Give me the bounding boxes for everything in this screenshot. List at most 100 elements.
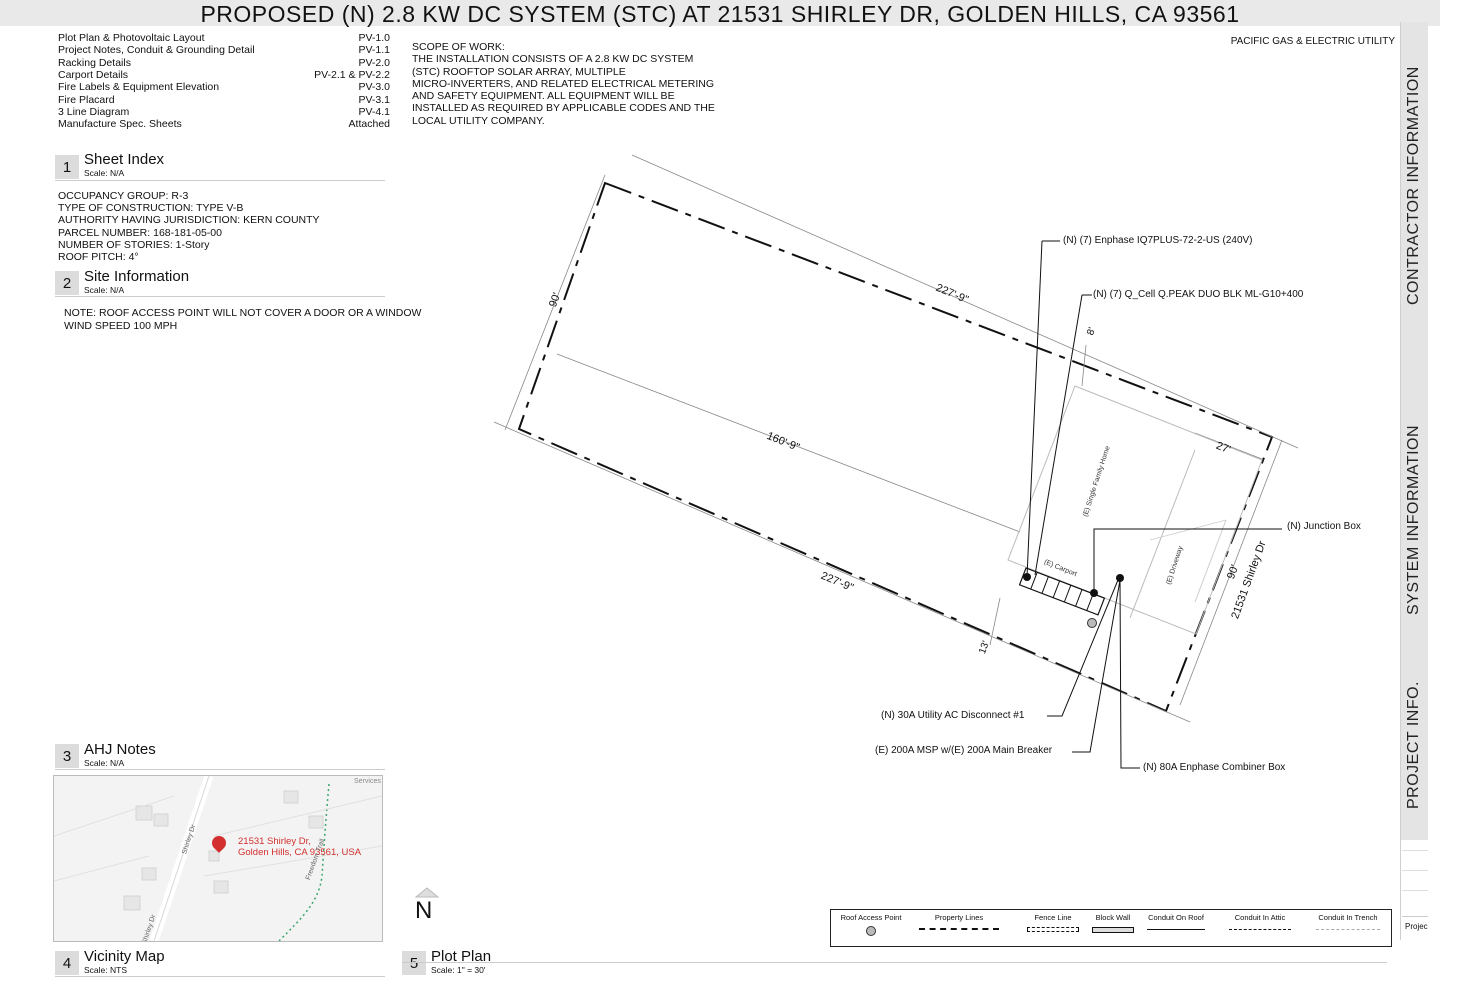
system-info-label: SYSTEM INFORMATION bbox=[1405, 424, 1422, 615]
section-title: Site Information bbox=[84, 268, 190, 285]
legend-label: Fence Line bbox=[1034, 913, 1072, 922]
site-info-line: NUMBER OF STORIES: 1-Story bbox=[58, 238, 210, 251]
scope-of-work: SCOPE OF WORK: THE INSTALLATION CONSISTS… bbox=[412, 41, 715, 127]
legend-label: Conduit In Attic bbox=[1234, 913, 1286, 922]
solar-array bbox=[1018, 567, 1106, 616]
site-info: OCCUPANCY GROUP: R-3 TYPE OF CONSTRUCTIO… bbox=[58, 190, 388, 263]
callout-msp: (E) 200A MSP w/(E) 200A Main Breaker bbox=[875, 745, 1053, 756]
dimension-line bbox=[1194, 432, 1263, 460]
site-info-line: OCCUPANCY GROUP: R-3 bbox=[58, 190, 189, 202]
dimension-line bbox=[631, 154, 1299, 449]
sheet-name: Fire Placard bbox=[58, 93, 115, 106]
section-divider bbox=[55, 976, 385, 977]
callout-combiner: (N) 80A Enphase Combiner Box bbox=[1143, 762, 1286, 773]
project-info-label: PROJECT INFO. bbox=[1405, 681, 1422, 809]
leader-line bbox=[1093, 528, 1282, 593]
block-wall-icon bbox=[1092, 927, 1134, 933]
dimension-line bbox=[1179, 439, 1283, 706]
note-line: WIND SPEED 100 MPH bbox=[64, 319, 178, 332]
section-title: Sheet Index bbox=[84, 151, 165, 168]
section-scale: Scale: N/A bbox=[84, 285, 125, 295]
map-address-line: 21531 Shirley Dr, bbox=[238, 836, 311, 847]
legend-item: Conduit On Roof bbox=[1141, 913, 1211, 930]
north-arrow-icon bbox=[414, 887, 440, 898]
utility-name: PACIFIC GAS & ELECTRIC UTILITY bbox=[1230, 36, 1395, 47]
map-address-line: Golden Hills, CA 93561, USA bbox=[238, 847, 362, 858]
sheet-page: PV-2.0 bbox=[358, 56, 390, 69]
sidebar-divider bbox=[1402, 850, 1428, 851]
section-title: Plot Plan bbox=[431, 948, 492, 965]
site-info-line: PARCEL NUMBER: 168-181-05-00 bbox=[58, 226, 222, 239]
section-scale: Scale: 1" = 30' bbox=[431, 965, 486, 975]
sheet-page: PV-3.0 bbox=[358, 81, 390, 94]
legend-label: Property Lines bbox=[934, 913, 984, 922]
section-number: 4 bbox=[55, 951, 79, 975]
site-info-line: ROOF PITCH: 4° bbox=[58, 251, 139, 264]
sheet-name: Racking Details bbox=[58, 56, 131, 69]
map-address: 21531 Shirley Dr, Golden Hills, CA 93561… bbox=[238, 836, 361, 858]
legend-label: Roof Access Point bbox=[840, 913, 902, 922]
section-divider bbox=[402, 962, 1387, 963]
contractor-info-label: CONTRACTOR INFORMATION bbox=[1405, 66, 1422, 305]
sheet-page: PV-1.1 bbox=[358, 44, 390, 57]
sheet-page: PV-1.0 bbox=[358, 32, 390, 44]
leader-line bbox=[1072, 579, 1121, 753]
north-label: N bbox=[415, 897, 433, 924]
section-divider bbox=[55, 769, 385, 770]
sheet-index-row: Racking Details PV-2.0 bbox=[58, 57, 390, 69]
services-label: Services bbox=[354, 778, 381, 785]
site-info-line: AUTHORITY HAVING JURISDICTION: KERN COUN… bbox=[58, 214, 320, 227]
sheet-name: 3 Line Diagram bbox=[58, 105, 130, 118]
sheet-index-row: Fire Labels & Equipment Elevation PV-3.0 bbox=[58, 81, 390, 93]
sheet-page: PV-3.1 bbox=[358, 93, 390, 106]
project-short-label: Projec bbox=[1402, 916, 1428, 938]
legend-item: Conduit In Attic bbox=[1223, 913, 1297, 930]
leader-line bbox=[1047, 579, 1119, 717]
title-block-sidebar bbox=[1400, 22, 1428, 840]
map-canvas bbox=[54, 776, 382, 941]
vicinity-map[interactable]: 21531 Shirley Dr, Golden Hills, CA 93561… bbox=[53, 775, 383, 942]
callout-ac-disconnect: (N) 30A Utility AC Disconnect #1 bbox=[881, 710, 1025, 721]
sheet-index-row: Project Notes, Conduit & Grounding Detai… bbox=[58, 44, 390, 56]
dimension-line bbox=[989, 597, 1001, 646]
house-wall bbox=[1129, 449, 1196, 619]
page-title: PROPOSED (N) 2.8 KW DC SYSTEM (STC) AT 2… bbox=[0, 0, 1440, 27]
legend-item: Block Wall bbox=[1089, 913, 1137, 933]
callout-inverter: (N) (7) Enphase IQ7PLUS-72-2-US (240V) bbox=[1063, 235, 1253, 246]
section-number: 5 bbox=[402, 951, 426, 975]
section-divider bbox=[55, 180, 385, 181]
sheet-page: PV-2.1 & PV-2.2 bbox=[314, 68, 390, 81]
sheet-name: Project Notes, Conduit & Grounding Detai… bbox=[58, 44, 255, 57]
property-line bbox=[517, 181, 1274, 713]
sheet-name: Manufacture Spec. Sheets bbox=[58, 118, 182, 131]
conduit-trench-icon bbox=[1316, 929, 1380, 930]
conduit-attic-icon bbox=[1229, 929, 1291, 930]
sidebar-divider bbox=[1402, 870, 1428, 871]
conduit-roof-icon bbox=[1147, 929, 1205, 930]
section-title: Vicinity Map bbox=[84, 948, 165, 965]
dimension-line bbox=[493, 421, 1191, 723]
sheet-name: Fire Labels & Equipment Elevation bbox=[58, 81, 220, 94]
legend-label: Conduit On Roof bbox=[1148, 913, 1204, 922]
section-number: 3 bbox=[55, 744, 79, 768]
sheet-page: PV-4.1 bbox=[358, 105, 390, 118]
section-title: AHJ Notes bbox=[84, 741, 156, 758]
driveway-line bbox=[1194, 519, 1227, 603]
section-number: 2 bbox=[55, 271, 79, 295]
leader-line bbox=[1119, 579, 1140, 769]
ahj-notes: NOTE: ROOF ACCESS POINT WILL NOT COVER A… bbox=[64, 307, 444, 332]
section-divider bbox=[55, 296, 385, 297]
sheet-index-row: Fire Placard PV-3.1 bbox=[58, 94, 390, 106]
legend-item: Conduit In Trench bbox=[1309, 913, 1387, 930]
legend-label: Conduit In Trench bbox=[1318, 913, 1378, 922]
leader-line bbox=[1026, 240, 1043, 578]
callout-junction-box: (N) Junction Box bbox=[1287, 521, 1361, 532]
site-info-line: TYPE OF CONSTRUCTION: TYPE V-B bbox=[58, 202, 244, 215]
property-line-icon bbox=[919, 928, 999, 930]
legend: Roof Access Point Property Lines Fence L… bbox=[830, 909, 1392, 947]
sheet-index-row: 3 Line Diagram PV-4.1 bbox=[58, 106, 390, 118]
section-scale: Scale: NTS bbox=[84, 965, 127, 975]
legend-item: Fence Line bbox=[1021, 913, 1085, 932]
